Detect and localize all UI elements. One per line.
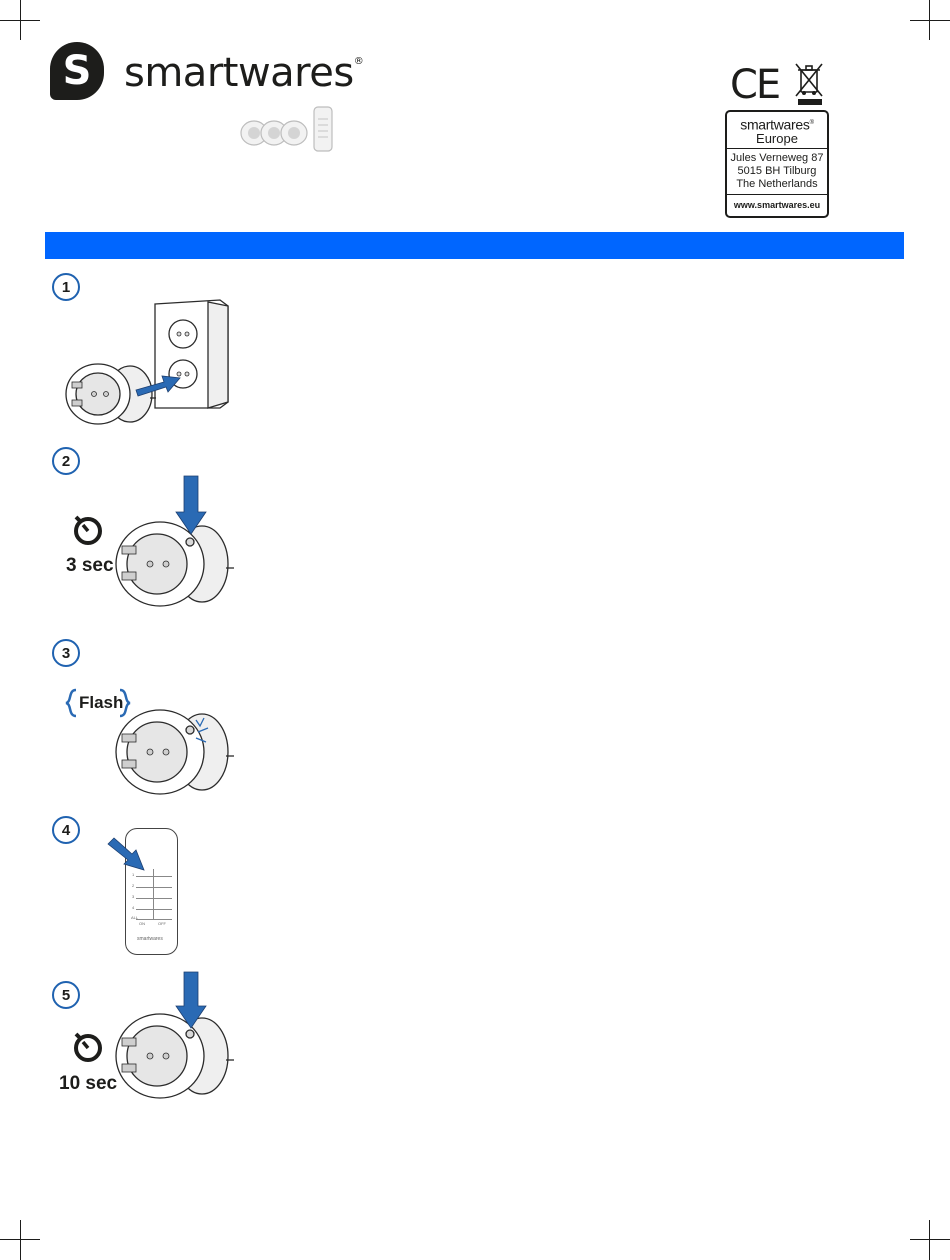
step-4-arrow-icon — [106, 836, 148, 872]
step-5-duration: 10 sec — [59, 1073, 117, 1095]
crop-mark-bl-h — [0, 1239, 40, 1240]
brand-wordmark: smartwares® — [124, 50, 363, 96]
crop-mark-br-h — [910, 1239, 950, 1240]
crop-mark-tr-h — [910, 20, 950, 21]
step-1-number: 1 — [62, 279, 70, 296]
timer-icon — [72, 513, 104, 547]
remote-row-divider — [136, 909, 172, 910]
remote-channel-3[interactable]: 3 — [132, 894, 134, 899]
section-header-bar — [45, 232, 904, 259]
step-2-badge: 2 — [52, 447, 80, 475]
remote-on-label: ON — [139, 921, 145, 926]
step-3-badge: 3 — [52, 639, 80, 667]
step-5-plug-illustration — [112, 970, 242, 1100]
brand-name: smartwares — [124, 50, 354, 96]
crossed-bin-icon — [793, 62, 825, 98]
address-street: Jules Verneweg 87 — [727, 152, 827, 165]
remote-channel-4[interactable]: 4 — [132, 905, 134, 910]
address-brand: smartwares® — [727, 117, 827, 132]
product-image — [240, 105, 340, 155]
weee-bar — [798, 99, 822, 105]
step-1-illustration — [60, 298, 235, 428]
step-2-duration: 3 sec — [66, 555, 114, 577]
flash-bracket-left-icon — [64, 688, 78, 718]
address-registered-mark: ® — [810, 120, 814, 126]
remote-off-label: OFF — [158, 921, 166, 926]
manufacturer-address-box: smartwares® Europe Jules Verneweg 87 501… — [725, 110, 829, 218]
step-2-number: 2 — [62, 453, 70, 470]
step-1-badge: 1 — [52, 273, 80, 301]
ce-mark: CE — [730, 62, 779, 108]
remote-brand-label: smartwares — [137, 936, 163, 942]
remote-column-divider — [153, 869, 154, 919]
step-3-plug-illustration — [112, 704, 242, 796]
remote-channel-1[interactable]: 1 — [132, 872, 134, 877]
address-region: Europe — [727, 132, 827, 145]
remote-row-divider — [136, 898, 172, 899]
step-4-number: 4 — [62, 822, 70, 839]
step-2-plug-illustration — [112, 474, 242, 609]
crop-mark-tl-h — [0, 20, 40, 21]
brand-logo-icon: S — [50, 42, 104, 100]
registered-mark: ® — [354, 56, 364, 67]
crop-mark-bl-v — [20, 1220, 21, 1260]
step-4-badge: 4 — [52, 816, 80, 844]
address-lines: Jules Verneweg 87 5015 BH Tilburg The Ne… — [727, 148, 827, 195]
crop-mark-br-v — [929, 1220, 930, 1260]
remote-channel-2[interactable]: 2 — [132, 883, 134, 888]
remote-row-divider — [136, 919, 172, 920]
timer-icon — [72, 1030, 104, 1064]
step-5-badge: 5 — [52, 981, 80, 1009]
brand-logo-letter: S — [63, 48, 92, 94]
address-country: The Netherlands — [727, 178, 827, 191]
address-city: 5015 BH Tilburg — [727, 165, 827, 178]
website-link[interactable]: www.smartwares.eu — [727, 195, 827, 212]
step-5-number: 5 — [62, 987, 70, 1004]
remote-row-divider — [136, 876, 172, 877]
remote-row-divider — [136, 887, 172, 888]
step-3-number: 3 — [62, 645, 70, 662]
